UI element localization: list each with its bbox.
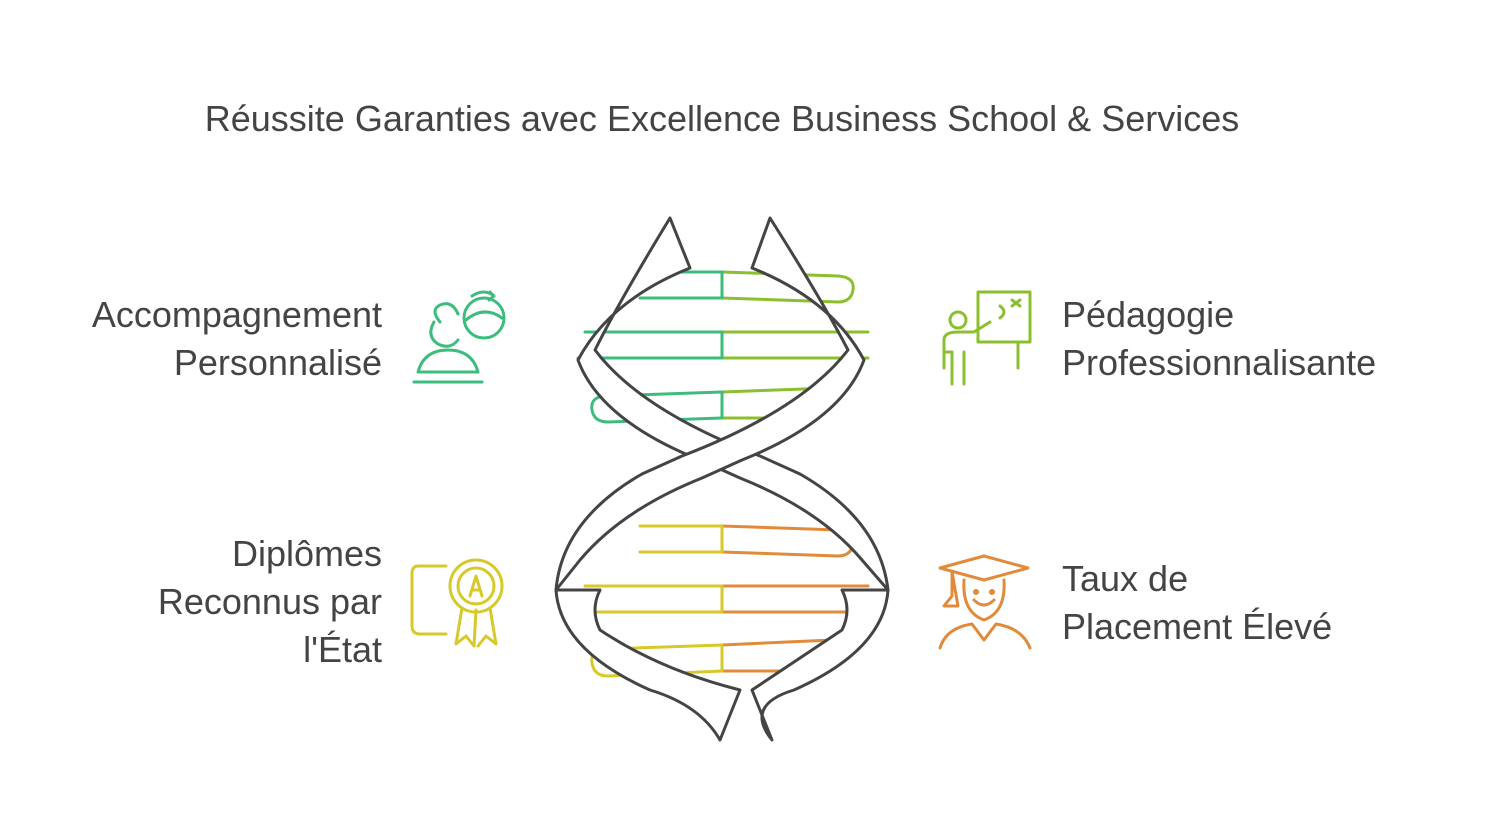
teacher-board-icon [942,290,1032,386]
graduate-icon [938,554,1032,650]
label-line: Accompagnement [91,294,382,335]
label-line: Reconnus par [157,581,382,622]
rung-right [720,584,870,614]
label-line: Diplômes [231,533,382,574]
label-pedagogie: Pédagogie Professionnalisante [1062,291,1376,387]
label-line: Placement Élevé [1062,606,1333,647]
label-line: Pédagogie [1062,294,1235,335]
strand-left-bottom [554,588,742,742]
dna-strands [554,216,890,742]
rung-left [638,524,724,554]
mentoring-icon [412,290,506,384]
certificate-icon [410,558,504,648]
label-line: Taux de [1062,558,1189,599]
label-line: Personnalisé [173,342,382,383]
strand-right-bottom [750,588,890,742]
rung-left [576,584,724,614]
rung-right [720,270,855,304]
label-diplomes: Diplômes Reconnus par l'État [158,530,382,674]
label-line: Professionnalisante [1062,342,1377,383]
strand-right-top [554,216,866,592]
label-accompagnement: Accompagnement Personnalisé [92,291,382,387]
diagram-title: Réussite Garanties avec Excellence Busin… [204,98,1240,139]
label-placement: Taux de Placement Élevé [1062,555,1332,651]
label-line: l'État [303,629,382,670]
